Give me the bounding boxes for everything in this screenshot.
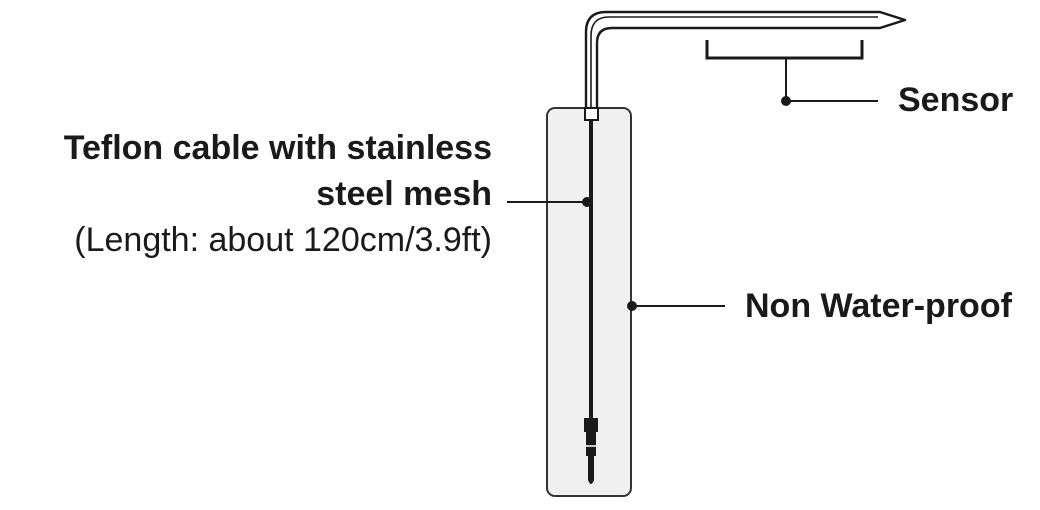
cable-leader-dot [582, 197, 592, 207]
sensor-leader-line [785, 58, 878, 102]
cable-length-label: (Length: about 120cm/3.9ft) [74, 221, 492, 259]
housing-label: Non Water-proof [745, 287, 1012, 325]
cable-connector-body [586, 432, 596, 456]
sensor-bracket [705, 40, 864, 60]
probe-tube-inner [590, 16, 878, 118]
cable-connector [584, 418, 598, 432]
cable-label-line1: Teflon cable with stainless [63, 129, 492, 167]
housing-leader-dot [627, 301, 637, 311]
cable-connector-tip [588, 456, 594, 484]
probe-tube-cap [584, 107, 599, 121]
sensor-leader-dot [781, 96, 791, 106]
sensor-label: Sensor [898, 81, 1014, 119]
cable-label-line2: steel mesh [316, 175, 492, 213]
probe-tube [584, 10, 907, 118]
